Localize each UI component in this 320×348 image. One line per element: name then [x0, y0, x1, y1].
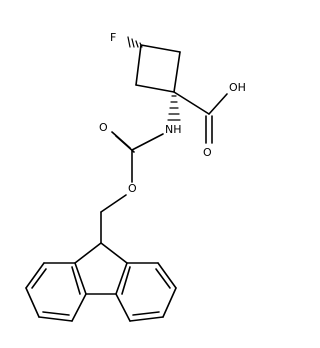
fluorene-left-benzene-ring	[25, 262, 87, 322]
bond-acid-carbon-to-oh	[208, 93, 228, 115]
amine-label: NH	[165, 123, 182, 136]
bond-right-ring-junction	[115, 262, 128, 295]
cyclobutane-ring	[135, 44, 181, 93]
ester-oxygen-label: O	[128, 182, 137, 195]
acid-carbonyl-oxygen-label: O	[203, 146, 212, 159]
carbamate-carbonyl-oxygen-label: O	[99, 121, 108, 134]
ring-bond-bottom	[135, 84, 175, 93]
bond-ring-to-acid-carbon	[173, 91, 210, 115]
amine-hashed-bond	[167, 95, 181, 121]
bond-c9-left	[74, 242, 102, 264]
bond-left-ring-junction	[74, 262, 87, 295]
ring-bond-right	[173, 51, 181, 93]
bond-c9-right	[100, 242, 128, 264]
carboxylic-acid-group	[173, 91, 228, 144]
fluorine-label: F	[110, 31, 116, 44]
ring-bond-top	[140, 44, 181, 53]
carbamate-group	[111, 131, 164, 183]
fluorine-hashed-bond	[127, 36, 143, 48]
hydroxyl-label: OH	[229, 81, 246, 94]
ring-bond-left	[135, 44, 142, 86]
bond-n-to-carbamate-carbon	[131, 133, 164, 151]
methylene-linker	[100, 194, 127, 244]
bond-ester-o-to-ch2	[100, 194, 127, 213]
molecule-structure: F OH O NH O O	[25, 31, 246, 322]
bond-carbamate-carbonyl-2	[115, 135, 135, 153]
fluorene-right-benzene-ring	[115, 262, 177, 322]
fluorene-five-membered-ring	[74, 242, 128, 295]
